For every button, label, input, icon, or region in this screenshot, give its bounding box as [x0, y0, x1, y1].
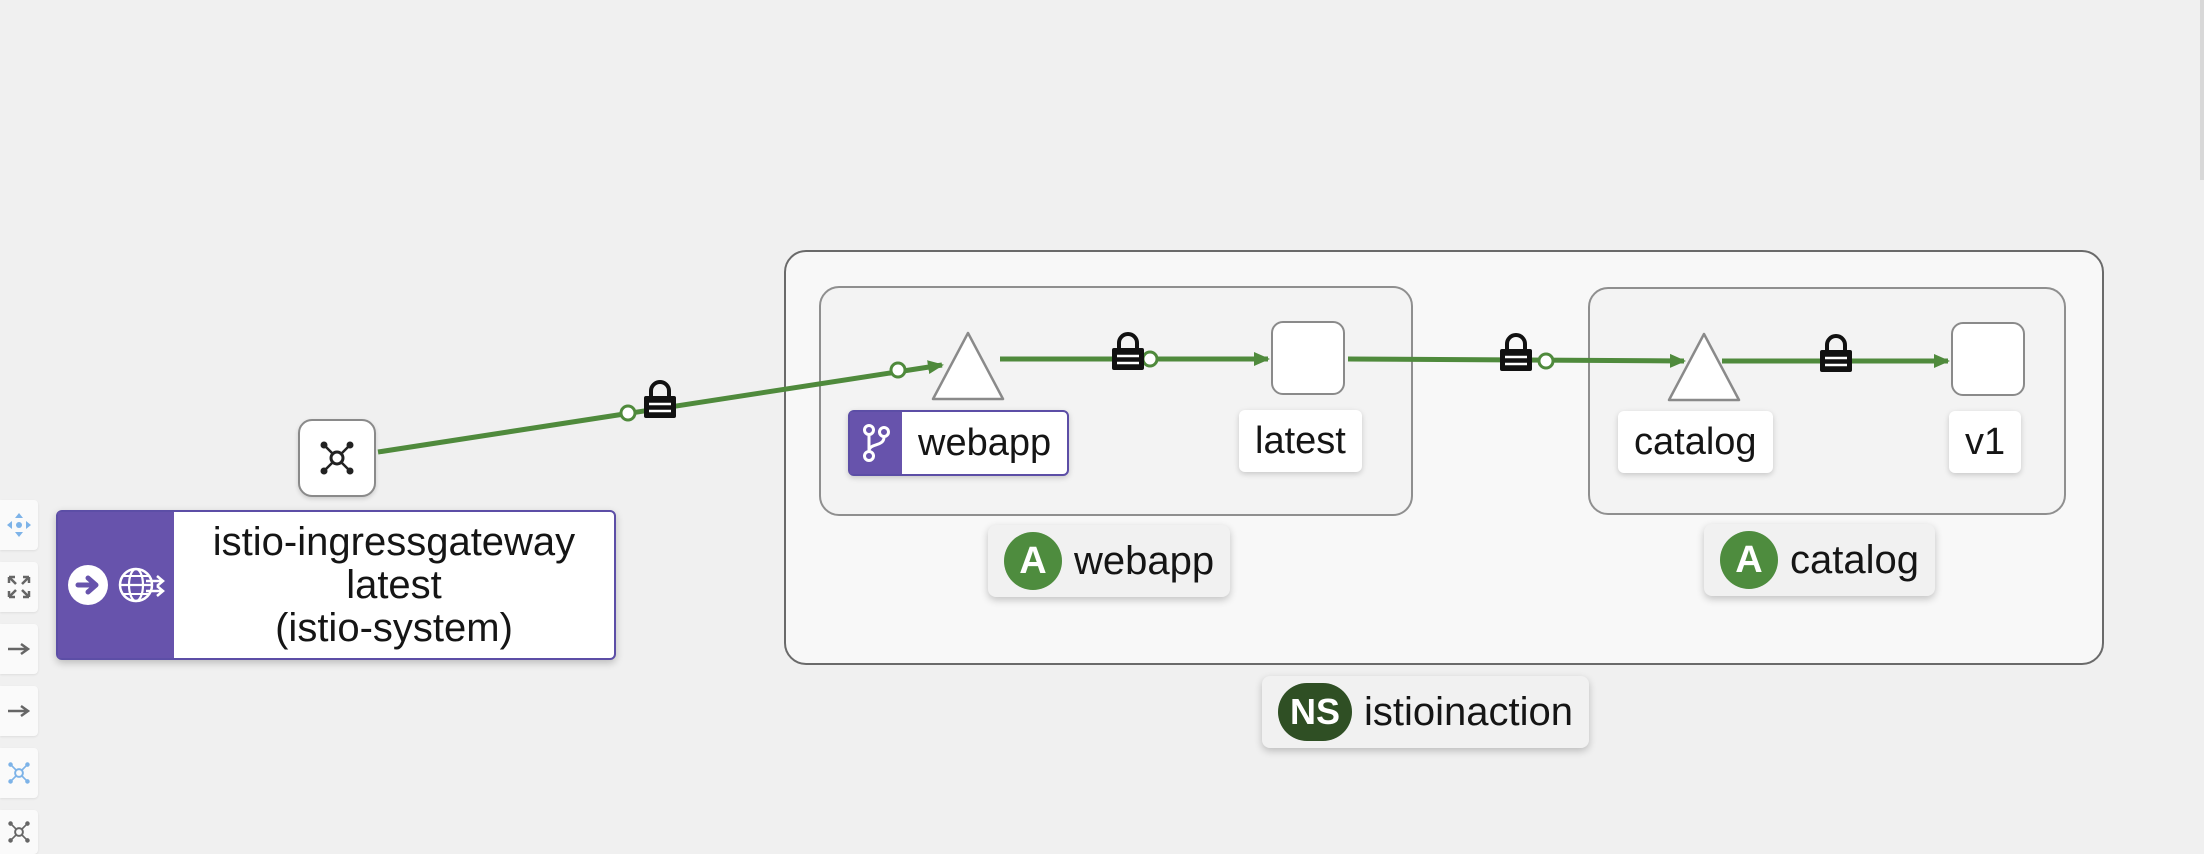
workload-node-v1[interactable]: [1951, 322, 2025, 396]
namespace-name: istioinaction: [1364, 689, 1574, 734]
layout-arrow-icon: [8, 704, 31, 718]
cluster-icon: [8, 762, 30, 784]
edge-port-marker: [1141, 350, 1159, 368]
namespace-label[interactable]: NS istioinaction: [1262, 676, 1590, 748]
webapp-service-label[interactable]: webapp: [848, 410, 1070, 476]
fit-to-screen-button[interactable]: [0, 562, 38, 612]
workload-label-v1[interactable]: v1: [1949, 411, 2022, 473]
app-label-catalog[interactable]: A catalog: [1704, 524, 1935, 596]
gateway-namespace: (istio-system): [275, 605, 513, 650]
pan-button[interactable]: [0, 500, 38, 550]
virtual-service-badge: [850, 412, 902, 474]
branch-icon: [863, 424, 890, 462]
scrollbar[interactable]: [2200, 0, 2204, 180]
edge-port-marker: [889, 361, 907, 379]
namespace-badge: NS: [1278, 683, 1353, 741]
gateway-name: istio-ingressgateway: [212, 519, 576, 564]
arrow-circle-icon: [68, 565, 108, 605]
webapp-service-name: webapp: [918, 422, 1052, 464]
edge-port-marker: [1537, 352, 1555, 370]
catalog-service-label[interactable]: catalog: [1618, 411, 1773, 473]
ingress-gateway-label[interactable]: istio-ingressgateway latest (istio-syste…: [56, 510, 616, 660]
layout-arrow-icon: [8, 642, 31, 656]
layout-button-1[interactable]: [0, 624, 38, 674]
lock-icon: [644, 380, 676, 418]
cluster-toggle-button-2[interactable]: [0, 810, 38, 854]
gateway-icons: [58, 512, 174, 658]
cluster-icon: [8, 821, 30, 843]
gateway-version: latest: [346, 562, 442, 607]
fit-to-screen-icon: [7, 575, 31, 599]
workload-label-latest[interactable]: latest: [1239, 410, 1362, 472]
lock-icon: [1112, 332, 1144, 370]
app-badge: A: [1720, 531, 1778, 589]
service-node-webapp: [931, 331, 1005, 401]
app-badge: A: [1004, 532, 1062, 590]
cluster-toggle-button-1[interactable]: [0, 748, 38, 798]
lock-icon: [1820, 334, 1852, 372]
ingress-gateway-text: istio-ingressgateway latest (istio-syste…: [174, 512, 614, 658]
layout-button-2[interactable]: [0, 686, 38, 736]
workload-node-latest[interactable]: [1271, 321, 1345, 395]
app-label-webapp[interactable]: A webapp: [988, 525, 1231, 597]
ingress-gateway-node[interactable]: [298, 419, 376, 497]
app-name: catalog: [1790, 537, 1919, 582]
pan-icon: [7, 513, 31, 537]
edge-port-marker: [619, 404, 637, 422]
cluster-icon: [320, 441, 354, 475]
lock-icon: [1500, 333, 1532, 371]
service-node-catalog: [1667, 332, 1741, 402]
globe-gateway-icon: [118, 567, 165, 603]
app-name: webapp: [1074, 538, 1215, 583]
